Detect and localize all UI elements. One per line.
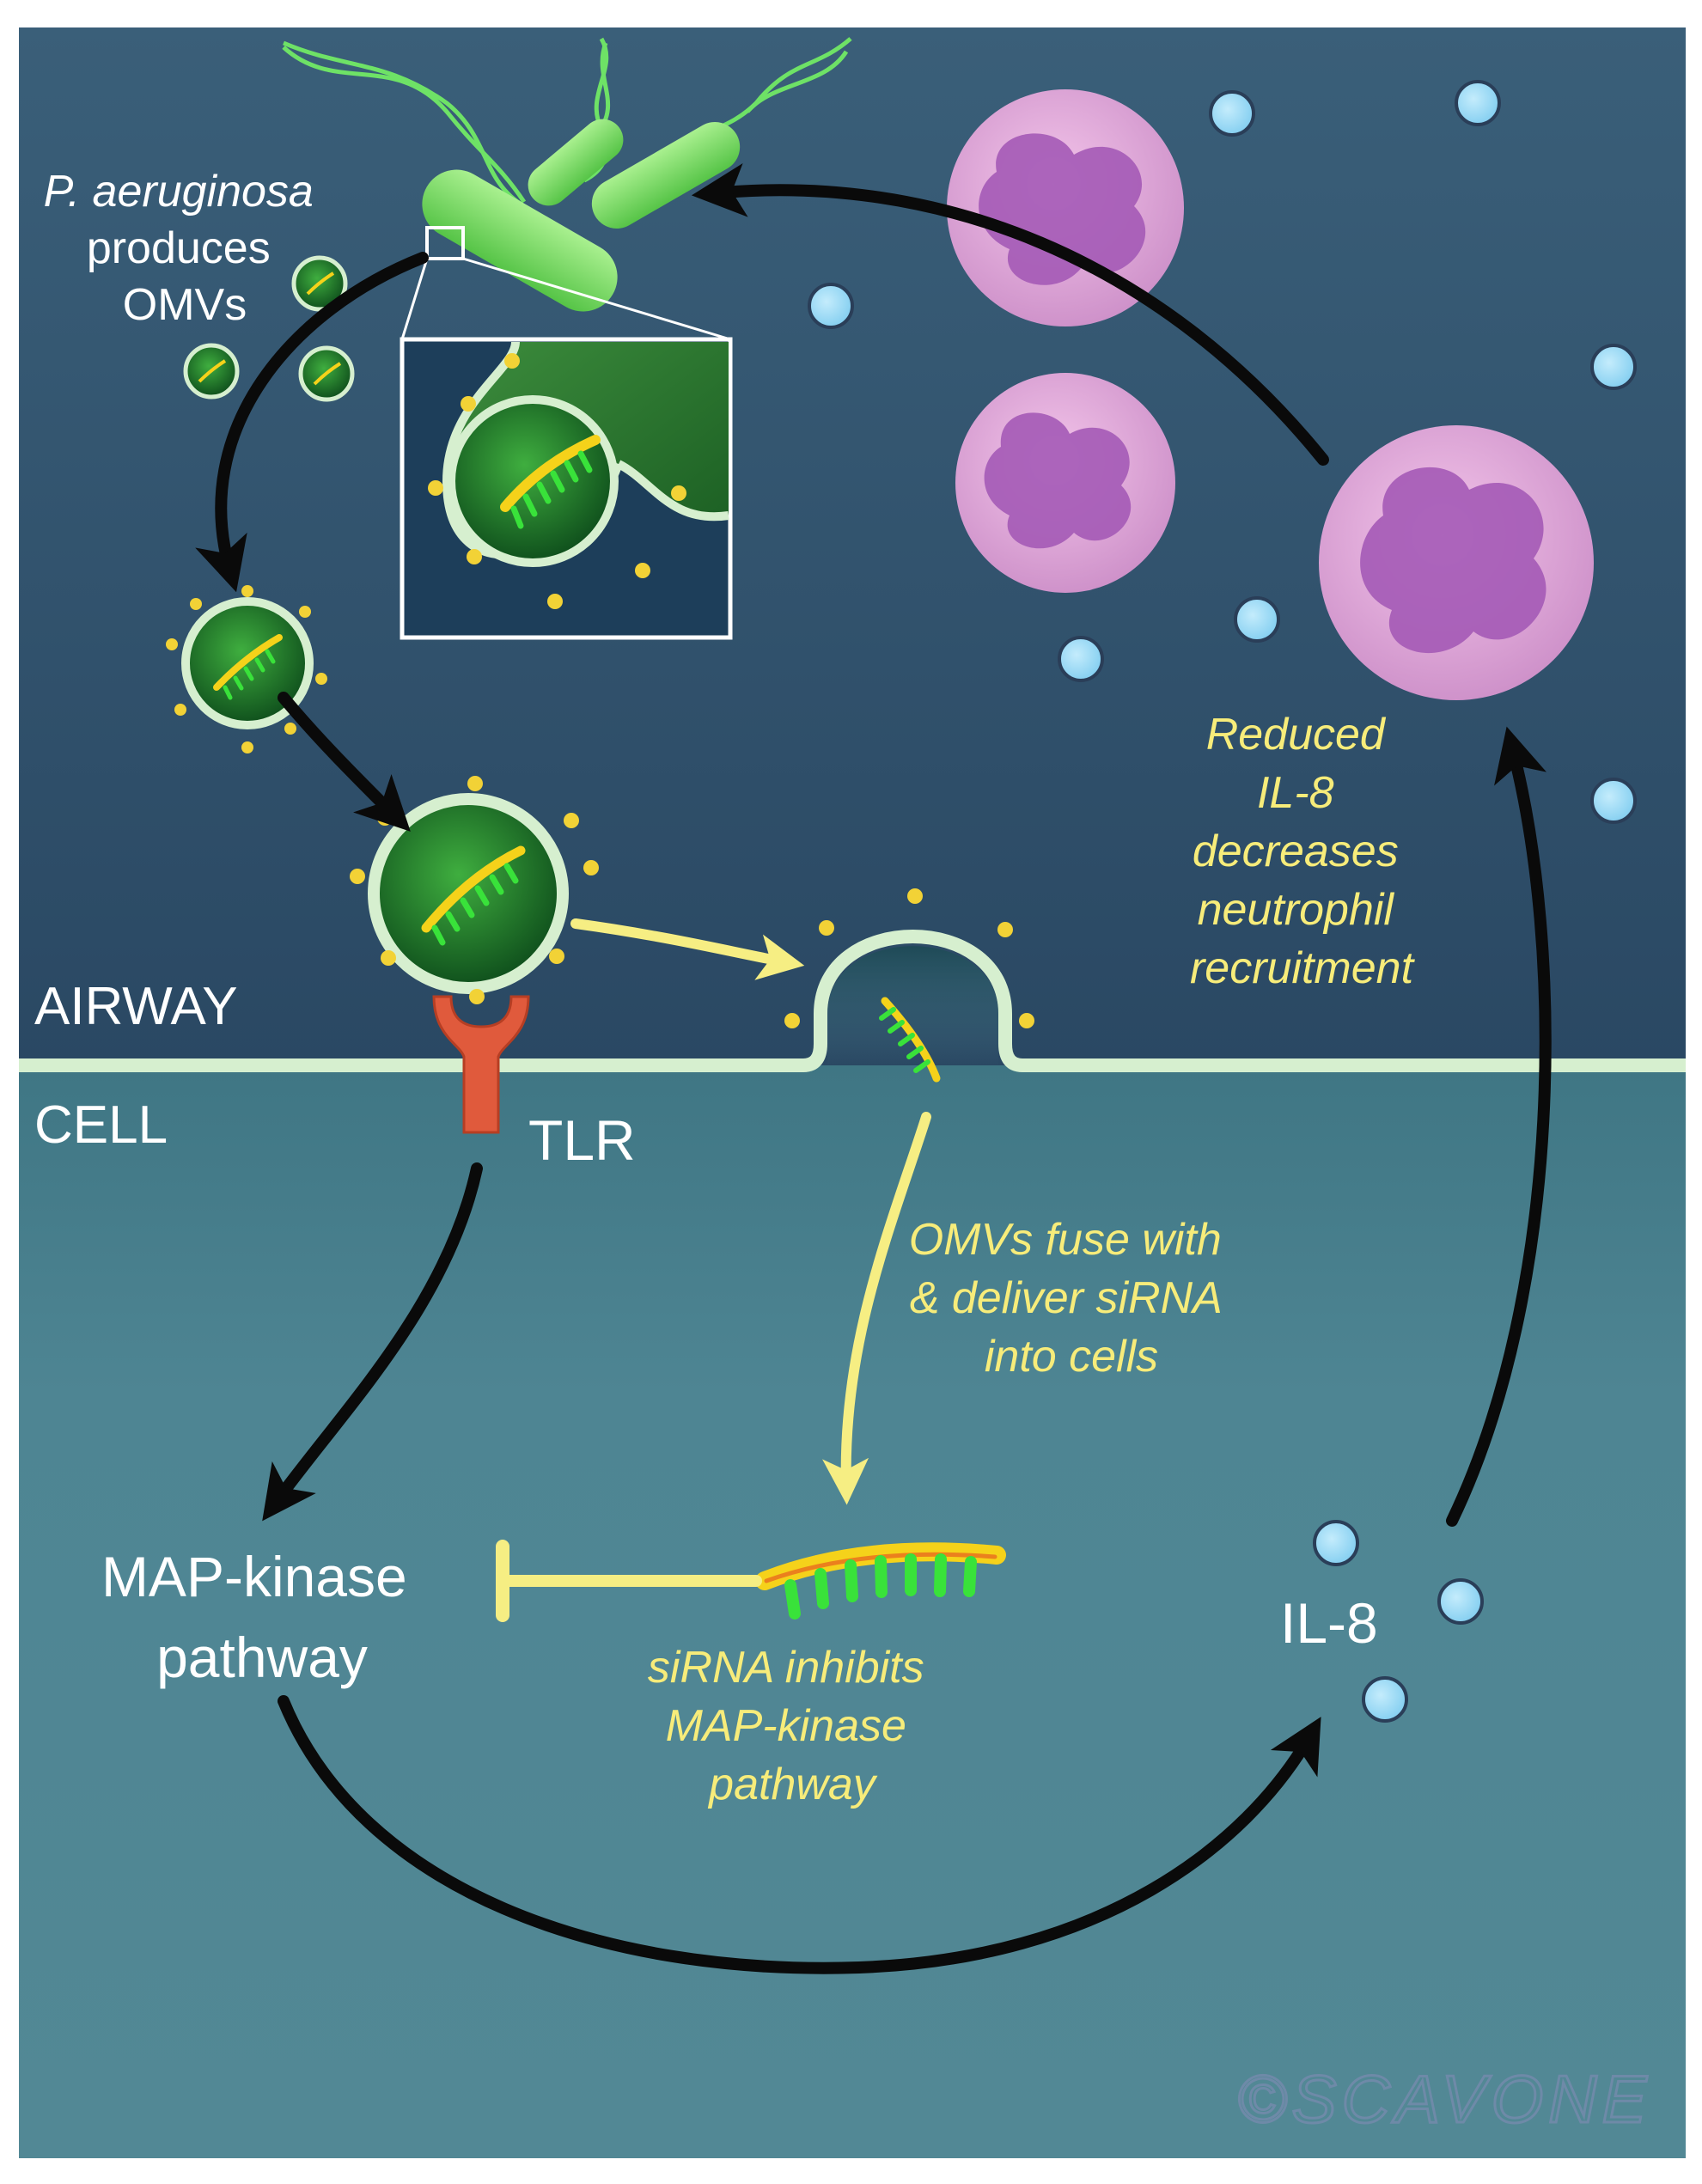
zoom-line: [462, 257, 731, 341]
arrow-mapk-to-il8: [278, 1695, 1321, 1974]
il8-dot: [1313, 1520, 1359, 1566]
recruitment-note-line: recruitment: [1190, 943, 1416, 993]
omv-small: [291, 255, 348, 312]
il8-dot: [1362, 1676, 1408, 1723]
recruitment-note: Reduced IL-8 decreases neutrophil recrui…: [1190, 710, 1416, 993]
fusion-note-line: & deliver siRNA: [910, 1273, 1221, 1323]
recruitment-note-line: IL-8: [1257, 768, 1334, 818]
sirna-strand: [500, 435, 601, 512]
artist-signature: ©SCAVONE: [1237, 2061, 1652, 2137]
omv-medium: [166, 585, 327, 753]
small-omvs: [183, 255, 355, 402]
omv-small: [298, 345, 355, 402]
il8-molecules-cell: [1313, 1520, 1484, 1723]
fusion-note: OMVs fuse with & deliver siRNA into cell…: [909, 1215, 1235, 1382]
bacterium: [422, 169, 618, 312]
omv-large: [350, 776, 599, 1004]
arrow-il8-to-neutrophil: [1446, 726, 1552, 1527]
arrow-bacteria-to-omv: [195, 252, 429, 593]
cell-membrane: [19, 930, 1686, 1072]
recruitment-note-line: decreases: [1193, 827, 1399, 876]
omv-source-line: P. aeruginosa: [44, 167, 314, 217]
recruitment-note-line: neutrophil: [1198, 885, 1395, 935]
bacterium: [528, 119, 624, 206]
neutrophil: [947, 89, 1184, 326]
il8-dot: [1455, 80, 1501, 126]
arrow-neutrophil-to-bacteria: [691, 163, 1329, 466]
il8-dot: [1437, 1578, 1484, 1625]
il8-dot: [1058, 636, 1104, 682]
airway-label: AIRWAY: [34, 977, 238, 1036]
bacteria: [422, 119, 741, 312]
inhibition-note-line: siRNA inhibits: [648, 1643, 924, 1693]
il8-dot: [1234, 596, 1280, 643]
inset-panel: [400, 337, 733, 640]
arrow-tlr-to-mapk: [262, 1162, 483, 1522]
cell-region: [19, 1065, 1686, 2158]
neutrophil: [955, 373, 1175, 593]
mapk-pathway-line: MAP-kinase: [101, 1545, 407, 1608]
sirna-large: [755, 1542, 1006, 1620]
mapk-pathway-line: pathway: [156, 1626, 368, 1689]
fusion-note-line: into cells: [985, 1332, 1158, 1382]
cell-label: CELL: [34, 1095, 168, 1155]
recruitment-note-line: Reduced: [1206, 710, 1387, 760]
omv-source-line: produces: [87, 223, 271, 273]
il8-dot: [1590, 344, 1637, 390]
yellow-arrows: [570, 918, 931, 1505]
fusing-omv: [784, 888, 1034, 1083]
neutrophil: [1319, 425, 1594, 700]
mapk-pathway-label: MAP-kinase pathway: [101, 1545, 423, 1689]
omv-source-line: OMVs: [123, 280, 247, 330]
il8-dot: [1209, 90, 1255, 137]
arrow-omv-to-large-omv: [278, 692, 411, 832]
il8-dot: [808, 283, 854, 329]
il8-molecules-airway: [808, 80, 1637, 824]
arrow-omv-to-pit: [570, 918, 805, 980]
membrane-pit-interior: [827, 946, 998, 1065]
tlr-label: TLR: [528, 1108, 636, 1172]
omv-source-label: P. aeruginosa produces OMVs: [44, 167, 326, 330]
omv-small: [183, 343, 240, 400]
fusion-note-line: OMVs fuse with: [909, 1215, 1222, 1265]
inhibition-note: siRNA inhibits MAP-kinase pathway: [648, 1643, 936, 1809]
bacterium: [591, 122, 741, 229]
arrow-pit-to-sirna: [822, 1112, 931, 1505]
black-arrows: [195, 163, 1552, 1974]
inhibition-note-line: MAP-kinase: [666, 1701, 906, 1751]
zoom-line: [400, 258, 429, 340]
inhibition-arrow: [496, 1540, 762, 1622]
il8-dot: [1590, 778, 1637, 824]
tlr-receptor: [432, 995, 530, 1134]
il8-label: IL-8: [1280, 1591, 1378, 1655]
inhibition-note-line: pathway: [707, 1760, 878, 1809]
zoom-marker: [425, 226, 465, 260]
